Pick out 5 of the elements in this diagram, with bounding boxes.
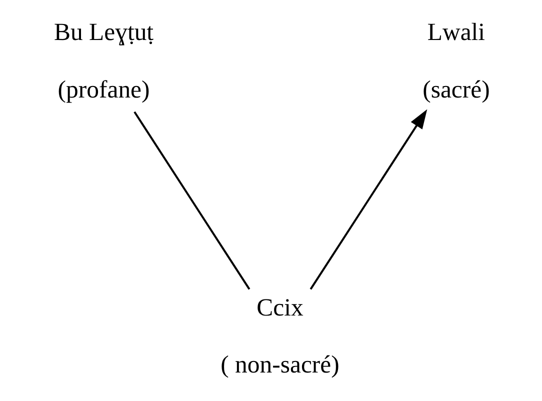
node-text: Bu Leɣṭuṭ (profane) (54, 19, 154, 104)
node-text: Ccix ( non-sacré) (220, 294, 339, 379)
connector (133, 111, 250, 290)
arrow (309, 109, 427, 290)
node-text: Lwali (sacré) (422, 19, 490, 104)
